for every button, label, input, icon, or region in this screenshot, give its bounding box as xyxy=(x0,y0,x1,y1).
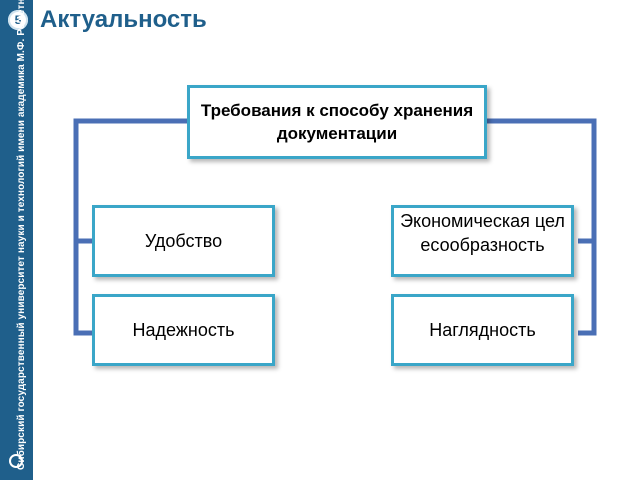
node-clarity-label: Наглядность xyxy=(429,320,536,340)
university-emblem-icon xyxy=(9,454,23,468)
right-connector xyxy=(487,118,597,336)
node-convenience-label: Удобство xyxy=(144,231,223,251)
page-number-badge: 5 xyxy=(8,10,28,30)
node-reliability-label: Надежность xyxy=(132,320,235,340)
node-economic-feasibility: Экономическая целесообразность xyxy=(391,205,574,277)
left-connector xyxy=(73,118,187,336)
node-reliability: Надежность xyxy=(92,294,275,366)
root-node-label: Требования к способу хранения документац… xyxy=(200,101,474,143)
node-convenience: Удобство xyxy=(92,205,275,277)
node-economic-feasibility-label: Экономическая целесообразность xyxy=(400,211,565,255)
root-node: Требования к способу хранения документац… xyxy=(187,85,487,159)
slide-title: Актуальность xyxy=(40,6,207,33)
node-clarity: Наглядность xyxy=(391,294,574,366)
sidebar: 5 Сибирский государственный университет … xyxy=(0,0,33,480)
